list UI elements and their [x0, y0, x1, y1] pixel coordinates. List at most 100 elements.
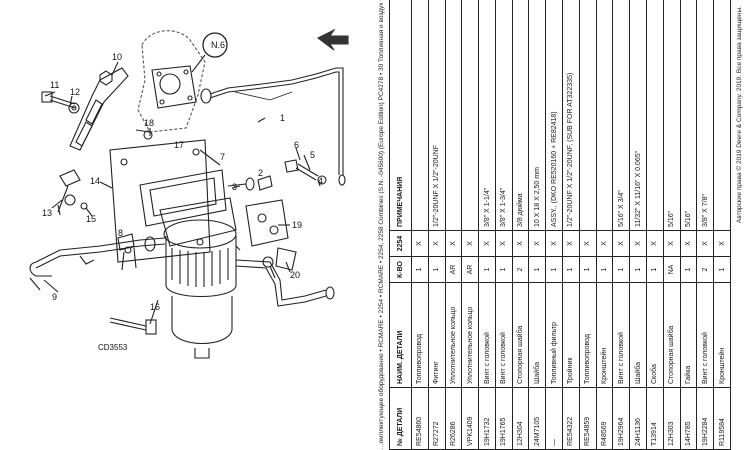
cell-part-number: 19H1732: [478, 387, 496, 450]
header-part-number: № ДЕТАЛИ: [389, 387, 412, 450]
cell-part-name: Винт с головкой: [612, 282, 630, 388]
part-label-15: 15: [86, 214, 96, 224]
cell-model: X: [663, 230, 680, 257]
cell-part-name: Скоба: [646, 282, 664, 388]
cell-model: X: [428, 230, 446, 257]
cell-part-name: Топливопровод: [579, 282, 597, 388]
header-part-name: НАИМ. ДЕТАЛИ: [389, 282, 412, 388]
cell-part-number: 24M7105: [528, 387, 546, 450]
cell-notes: 5/16" X 3/4": [612, 0, 630, 231]
cell-notes: [646, 0, 664, 231]
cell-part-name: Топливопровод: [411, 282, 429, 388]
cell-part-name: Шайба: [528, 282, 546, 388]
cell-model: X: [596, 230, 613, 257]
cell-part-number: 12H303: [663, 387, 680, 450]
cell-part-name: Стопорная шайба: [663, 282, 680, 388]
exploded-parts-diagram: N.6 1 2 3 4 5 6 7 8 9 10 11 12 13 14 15 …: [29, 28, 349, 359]
cell-notes: [713, 0, 731, 231]
figure-id: CD3553: [98, 343, 128, 352]
part-label-8: 8: [118, 228, 123, 238]
cell-part-name: Стопорная шайба: [512, 282, 529, 388]
table-header-row: № ДЕТАЛИ НАИМ. ДЕТАЛИ К-ВО 2254 ПРИМЕЧАН…: [389, 0, 412, 450]
cell-part-number: RE54322: [562, 387, 580, 450]
cell-model: X: [528, 230, 546, 257]
part-label-19: 19: [292, 220, 302, 230]
cell-part-number: R119584: [713, 387, 731, 450]
cell-part-name: Кронштейн: [596, 282, 613, 388]
parts-table: № ДЕТАЛИ НАИМ. ДЕТАЛИ К-ВО 2254 ПРИМЕЧАН…: [389, 0, 731, 450]
cell-quantity: NA: [663, 256, 680, 283]
parts-table-panel: …омплектующее оборудование • RCMARE • 22…: [375, 0, 750, 450]
cell-part-number: 19H2964: [612, 387, 630, 450]
cell-part-name: Уплотнительное кольцо: [445, 282, 462, 388]
cell-model: X: [478, 230, 496, 257]
cell-notes: 1/2"-20UNF X 1/2"-20UNF: [428, 0, 446, 231]
cell-part-number: 19H2284: [696, 387, 714, 450]
cell-part-number: T13914: [646, 387, 664, 450]
cell-part-number: R26286: [445, 387, 462, 450]
cell-quantity: 1: [428, 256, 446, 283]
cell-model: X: [713, 230, 731, 257]
cell-part-name: Винт с головкой: [495, 282, 513, 388]
cell-part-name: Кронштейн: [713, 282, 731, 388]
cell-model: X: [512, 230, 529, 257]
cell-notes: 5/16": [680, 0, 697, 231]
cell-quantity: 1: [612, 256, 630, 283]
cell-notes: 3/8" X 1-1/4": [478, 0, 496, 231]
cell-part-number: 19H1765: [495, 387, 513, 450]
cell-part-number: —: [545, 387, 563, 450]
part-label-16: 16: [150, 302, 160, 312]
cell-notes: 3/8" X 7/8": [696, 0, 714, 231]
cell-quantity: AR: [445, 256, 462, 283]
cell-notes: 1/2"-20UNF X 1/2"-20UNF, (SUB FOR AT3223…: [562, 0, 580, 231]
callout-label: N.6: [211, 40, 225, 50]
part-label-11: 11: [50, 80, 59, 90]
cell-notes: [445, 0, 462, 231]
part-label-12: 12: [70, 87, 80, 97]
header-quantity: К-ВО: [389, 256, 412, 283]
header-model: 2254: [389, 230, 412, 257]
part-label-14: 14: [90, 176, 100, 186]
part-label-9: 9: [52, 292, 57, 302]
header-notes: ПРИМЕЧАНИЯ: [389, 0, 412, 231]
cell-quantity: 1: [495, 256, 513, 283]
cell-part-name: Гайка: [680, 282, 697, 388]
cell-notes: [596, 0, 613, 231]
cell-quantity: 2: [512, 256, 529, 283]
cell-part-number: 12H304: [512, 387, 529, 450]
catalog-header: …омплектующее оборудование • RCMARE • 22…: [378, 0, 385, 450]
cell-model: X: [696, 230, 714, 257]
cell-part-number: 24H1136: [629, 387, 647, 450]
cell-part-number: RE54860: [411, 387, 429, 450]
cell-notes: ASSY., (DKO RE520160 + RE82418): [545, 0, 563, 231]
part-label-4: 4: [318, 176, 323, 186]
cell-quantity: 1: [596, 256, 613, 283]
copyright-footer: Авторские права © 2019 Deere & Company. …: [736, 6, 743, 224]
cell-part-name: Фитинг: [428, 282, 446, 388]
part-label-18: 18: [144, 118, 154, 128]
part-label-6: 6: [294, 140, 299, 150]
cell-part-name: Шайба: [629, 282, 647, 388]
cell-model: X: [495, 230, 513, 257]
cell-notes: 11/32" X 11/16" X 0.065": [629, 0, 647, 231]
cell-part-number: VPK1409: [461, 387, 479, 450]
cell-notes: 5/16": [663, 0, 680, 231]
part-label-3: 3: [232, 182, 237, 192]
cell-model: X: [411, 230, 429, 257]
cell-part-name: Уплотнительное кольцо: [461, 282, 479, 388]
cell-notes: 3/8" X 1-3/4": [495, 0, 513, 231]
